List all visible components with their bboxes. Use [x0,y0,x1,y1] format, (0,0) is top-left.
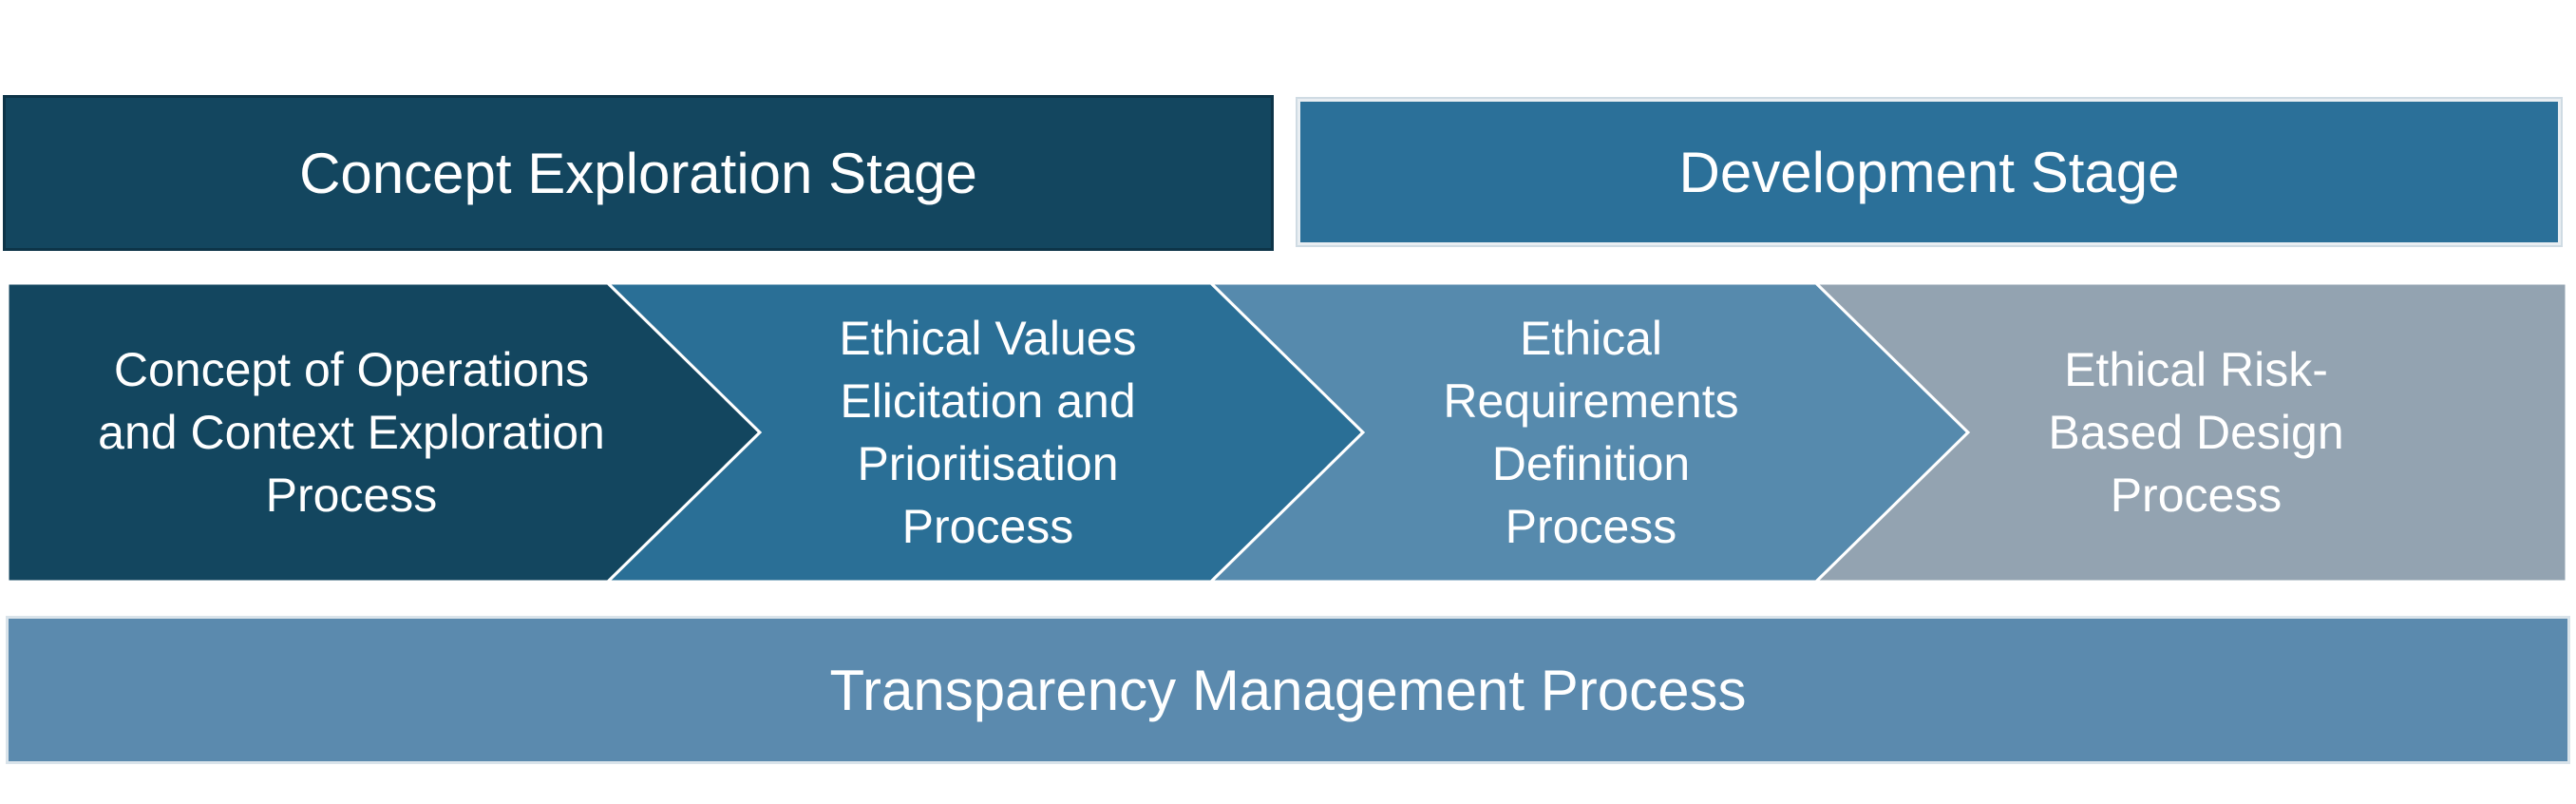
chevron-ethical-risk-design [1812,281,2568,584]
development-stage-label: Development Stage [1678,140,2180,204]
process-label-ethical-risk-design: Ethical Risk- Based Design Process [2048,343,2344,522]
development-stage-box: Development Stage [1296,97,2563,247]
transparency-management-label: Transparency Management Process [829,658,1747,722]
concept-exploration-stage-label: Concept Exploration Stage [299,141,977,205]
process-label-ethical-values: Ethical Values Elicitation and Prioritis… [839,312,1137,553]
process-chevron-flow [6,281,2568,584]
process-label-ethical-requirements: Ethical Requirements Definition Process [1443,312,1739,553]
concept-exploration-stage-box: Concept Exploration Stage [3,95,1274,251]
transparency-management-bar: Transparency Management Process [6,616,2570,764]
process-label-concept-of-operations: Concept of Operations and Context Explor… [98,343,605,522]
